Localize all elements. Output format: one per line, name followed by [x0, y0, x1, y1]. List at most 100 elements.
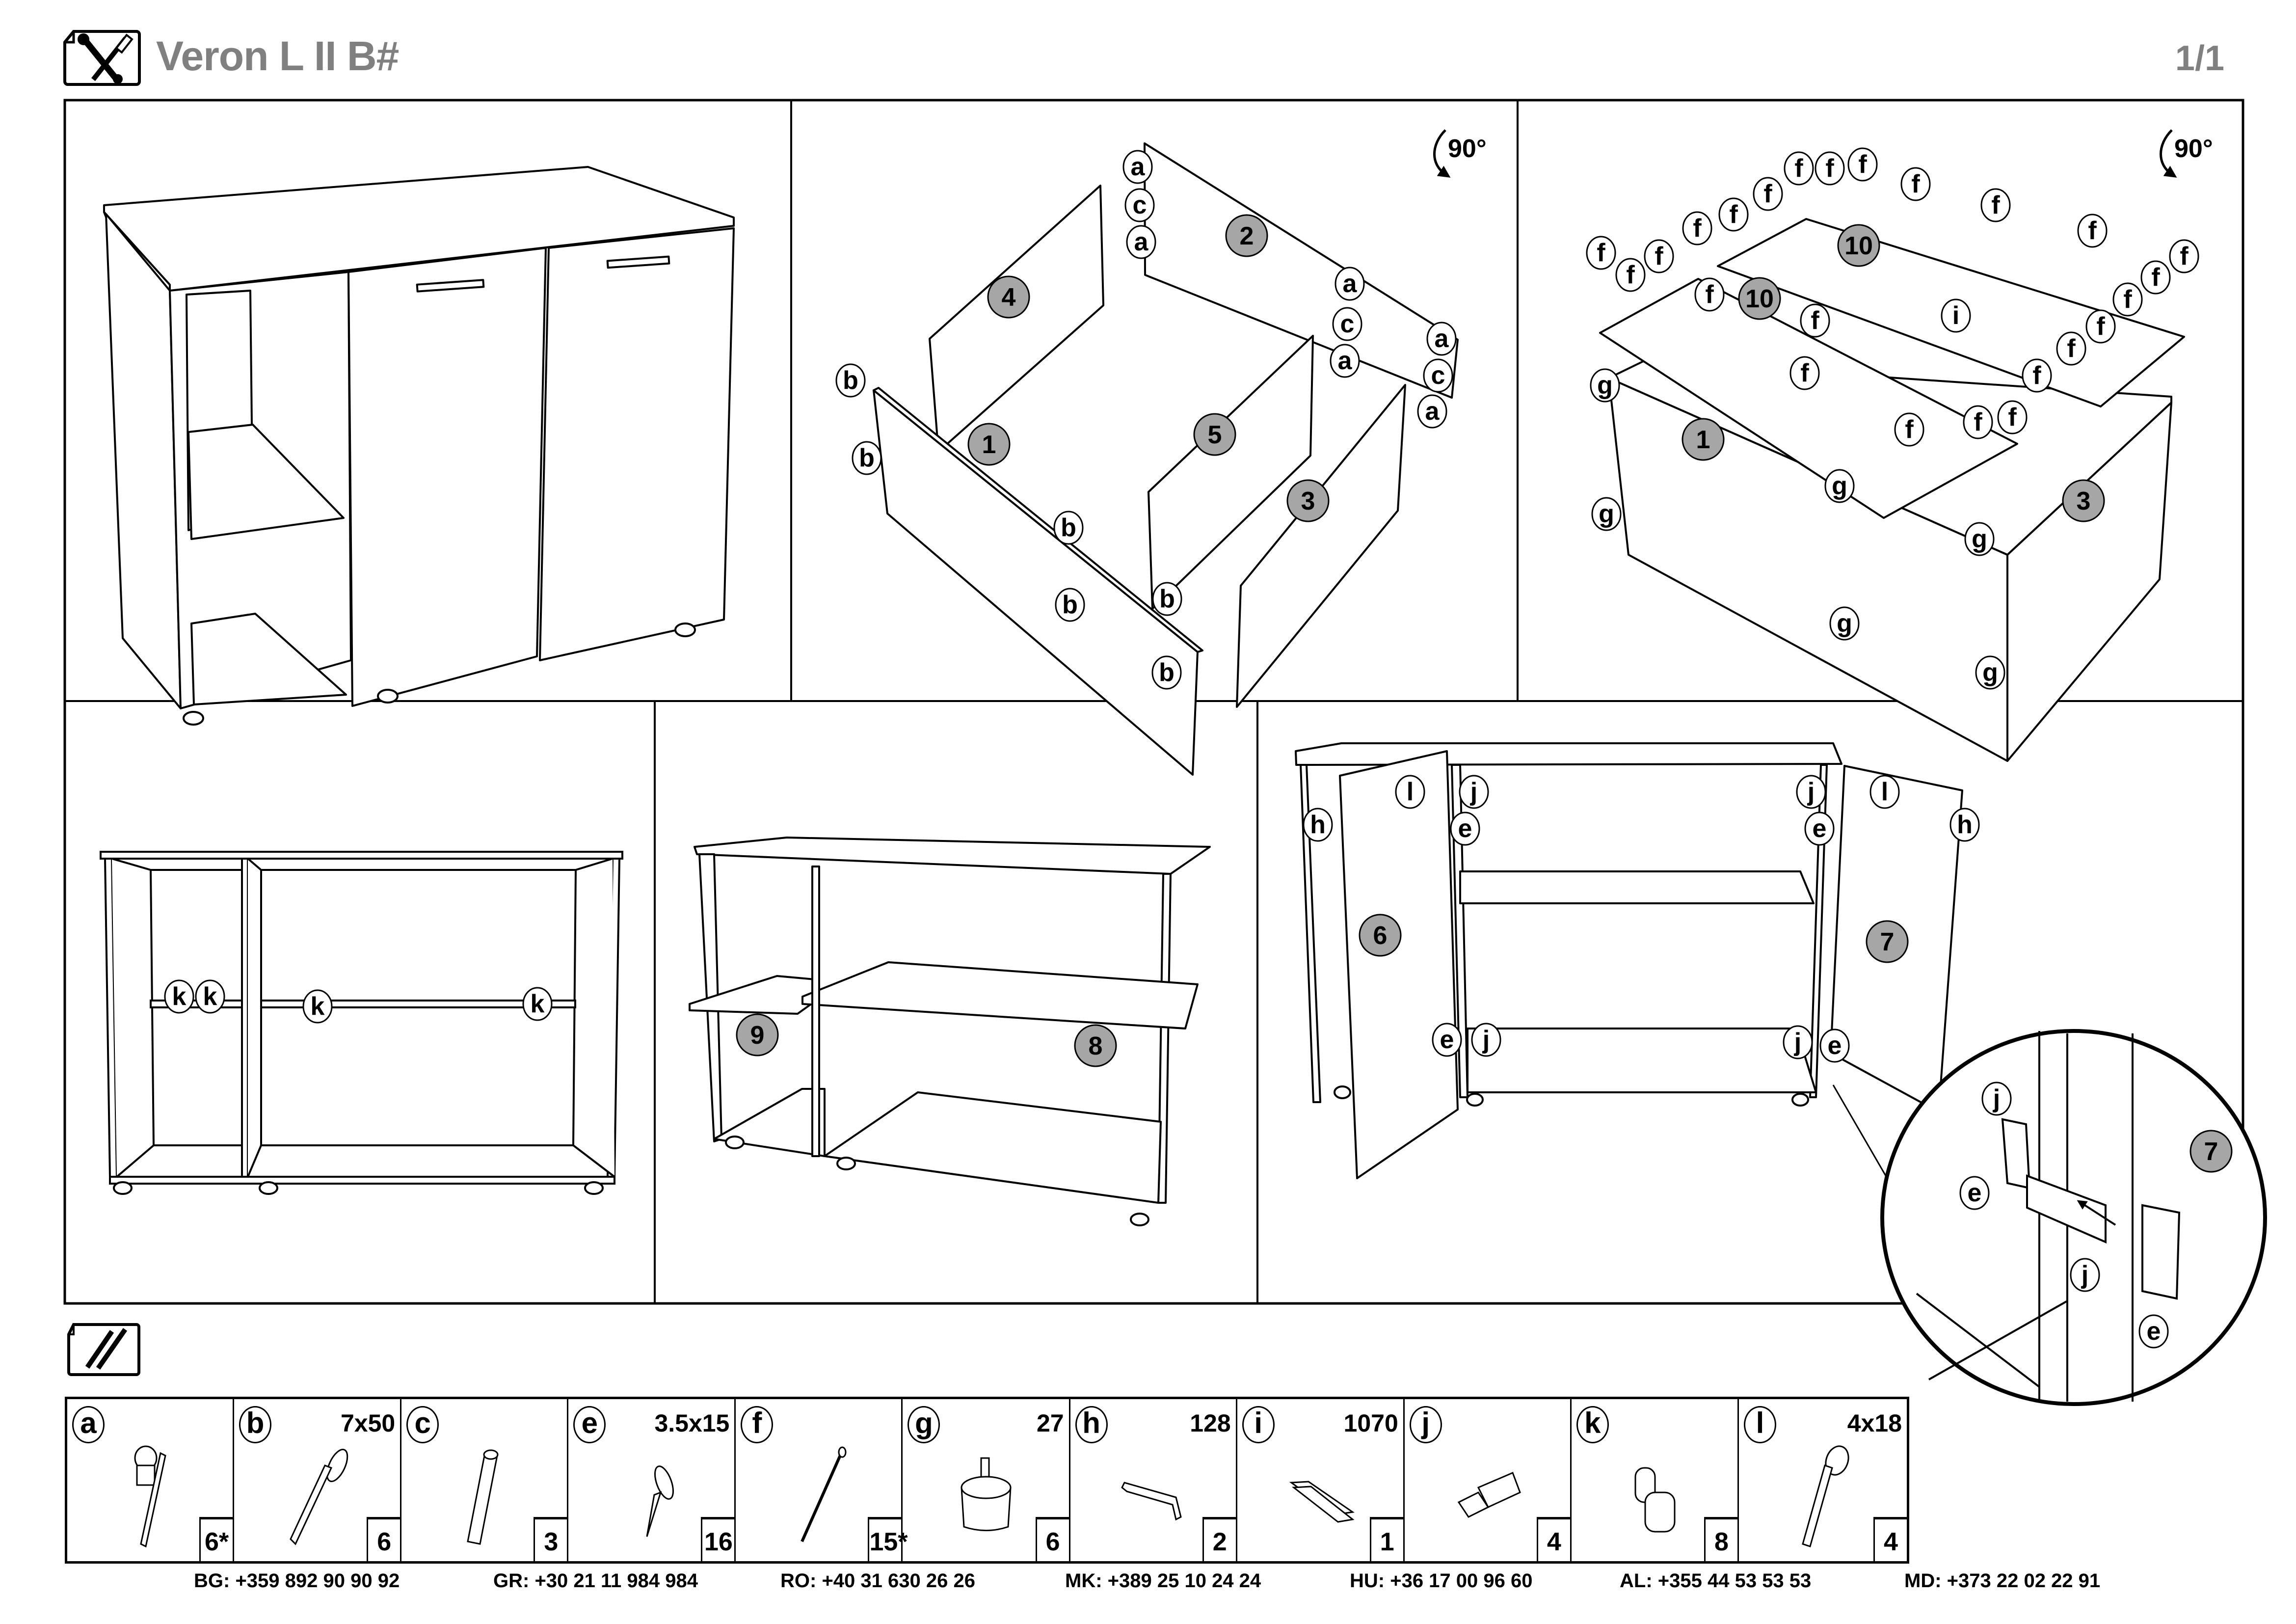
part-quantity: 6* — [199, 1517, 233, 1561]
part-number: 2 — [1240, 222, 1254, 250]
hardware-callout: f — [2169, 239, 2199, 273]
svg-text:e: e — [1828, 1031, 1842, 1060]
hardware-callout: h — [1303, 808, 1333, 842]
hardware-callout: a — [1122, 150, 1153, 184]
part-size: 7x50 — [340, 1409, 396, 1437]
hinge-detail-magnifier — [1832, 1029, 2267, 1406]
nail-icon — [780, 1438, 858, 1551]
svg-text:f: f — [2088, 217, 2097, 245]
svg-text:a: a — [1134, 228, 1149, 256]
support-phone: RO: +40 31 630 26 26 — [780, 1570, 975, 1592]
part-letter: c — [406, 1406, 439, 1443]
step-3-carcass-drawing — [1599, 218, 2185, 762]
svg-text:e: e — [1968, 1179, 1982, 1207]
svg-text:f: f — [1800, 359, 1809, 387]
hardware-callout: f — [1694, 277, 1725, 312]
svg-text:g: g — [1832, 472, 1847, 500]
step-2-panels-drawing — [873, 142, 1459, 776]
hardware-callout: f — [1586, 236, 1616, 270]
part-number: 8 — [1089, 1032, 1103, 1060]
hardware-callout: f — [1900, 167, 1931, 201]
part-number-badge: 7 — [2189, 1130, 2233, 1173]
svg-text:g: g — [1972, 525, 1987, 553]
screws-icon — [67, 1323, 140, 1376]
support-phone: AL: +355 44 53 53 53 — [1620, 1570, 1811, 1592]
hardware-callout: g — [1824, 469, 1855, 503]
hardware-callout: f — [1753, 177, 1783, 211]
hardware-callout: f — [1894, 412, 1924, 447]
svg-text:g: g — [1597, 371, 1613, 400]
svg-text:h: h — [1957, 811, 1973, 839]
hardware-callout: a — [1417, 394, 1447, 429]
part-number-badge: 5 — [1193, 413, 1236, 456]
part-number: 9 — [750, 1021, 765, 1050]
furniture-foot-icon — [947, 1438, 1025, 1551]
part-number-badge: 8 — [1074, 1024, 1117, 1067]
part-letter: f — [741, 1406, 774, 1443]
hardware-callout: b — [1053, 511, 1084, 545]
svg-text:f: f — [1825, 154, 1834, 183]
page-title: Veron L II B# — [156, 33, 399, 79]
hardware-callout: f — [2077, 214, 2108, 248]
page-number: 1/1 — [2175, 39, 2224, 78]
part-number-badge: 9 — [736, 1013, 779, 1056]
hardware-callout: f — [2022, 358, 2052, 393]
hardware-callout: c — [1332, 307, 1362, 341]
part-number-badge: 6 — [1359, 914, 1402, 957]
svg-text:k: k — [311, 992, 325, 1021]
part-quantity: 4 — [1873, 1517, 1907, 1561]
hardware-callout: f — [2056, 331, 2086, 366]
hardware-callout: b — [835, 363, 866, 398]
part-number-badge: 3 — [1286, 479, 1330, 522]
part-number: 7 — [2204, 1137, 2218, 1166]
hardware-callout: e — [1959, 1176, 1990, 1210]
hardware-callout: l — [1869, 775, 1900, 809]
hardware-callout: f — [1644, 239, 1674, 273]
phone-number: +373 22 02 22 91 — [1947, 1570, 2101, 1592]
hardware-callout: f — [1800, 303, 1830, 338]
phone-number: +30 21 11 984 984 — [534, 1570, 698, 1592]
hardware-callout: g — [1590, 368, 1620, 403]
step-6-doors-drawing — [1295, 742, 1963, 1179]
svg-text:c: c — [1340, 310, 1355, 338]
machine-screw-icon — [1783, 1438, 1862, 1551]
svg-text:f: f — [1655, 242, 1663, 271]
hardware-callout: c — [1124, 188, 1155, 222]
svg-text:j: j — [1993, 1084, 2000, 1113]
step-5-shelves-drawing — [689, 837, 1211, 1226]
svg-text:a: a — [1435, 325, 1449, 353]
svg-text:f: f — [2123, 285, 2132, 314]
hardware-callout: e — [2138, 1314, 2169, 1349]
part-quantity: 8 — [1704, 1517, 1737, 1561]
svg-text:f: f — [2067, 334, 2076, 363]
rotate-90-icon: 90° — [1433, 129, 1487, 178]
h-profile-icon — [1281, 1438, 1360, 1551]
svg-text:g: g — [1982, 658, 1998, 687]
part-number: 3 — [1301, 487, 1315, 515]
svg-text:k: k — [203, 982, 217, 1011]
svg-text:a: a — [1338, 347, 1353, 375]
hardware-callout: f — [2112, 282, 2143, 317]
part-number: 1 — [1696, 426, 1710, 454]
hardware-callout: k — [522, 987, 553, 1021]
svg-text:b: b — [859, 444, 875, 472]
part-size: 1070 — [1343, 1409, 1398, 1437]
svg-text:h: h — [1310, 811, 1326, 839]
part-quantity: 2 — [1202, 1517, 1236, 1561]
part-quantity: 4 — [1536, 1517, 1570, 1561]
part-quantity: 6 — [1035, 1517, 1069, 1561]
svg-text:j: j — [2081, 1261, 2088, 1289]
hardware-callout: j — [1471, 1023, 1501, 1057]
svg-text:f: f — [1626, 261, 1635, 289]
step-1-cabinet-drawing — [103, 166, 735, 726]
svg-text:f: f — [2032, 361, 2041, 390]
part-number-badge: 4 — [987, 275, 1030, 319]
svg-text:f: f — [1974, 408, 1982, 436]
svg-text:b: b — [1061, 514, 1076, 542]
svg-text:j: j — [1482, 1026, 1490, 1054]
